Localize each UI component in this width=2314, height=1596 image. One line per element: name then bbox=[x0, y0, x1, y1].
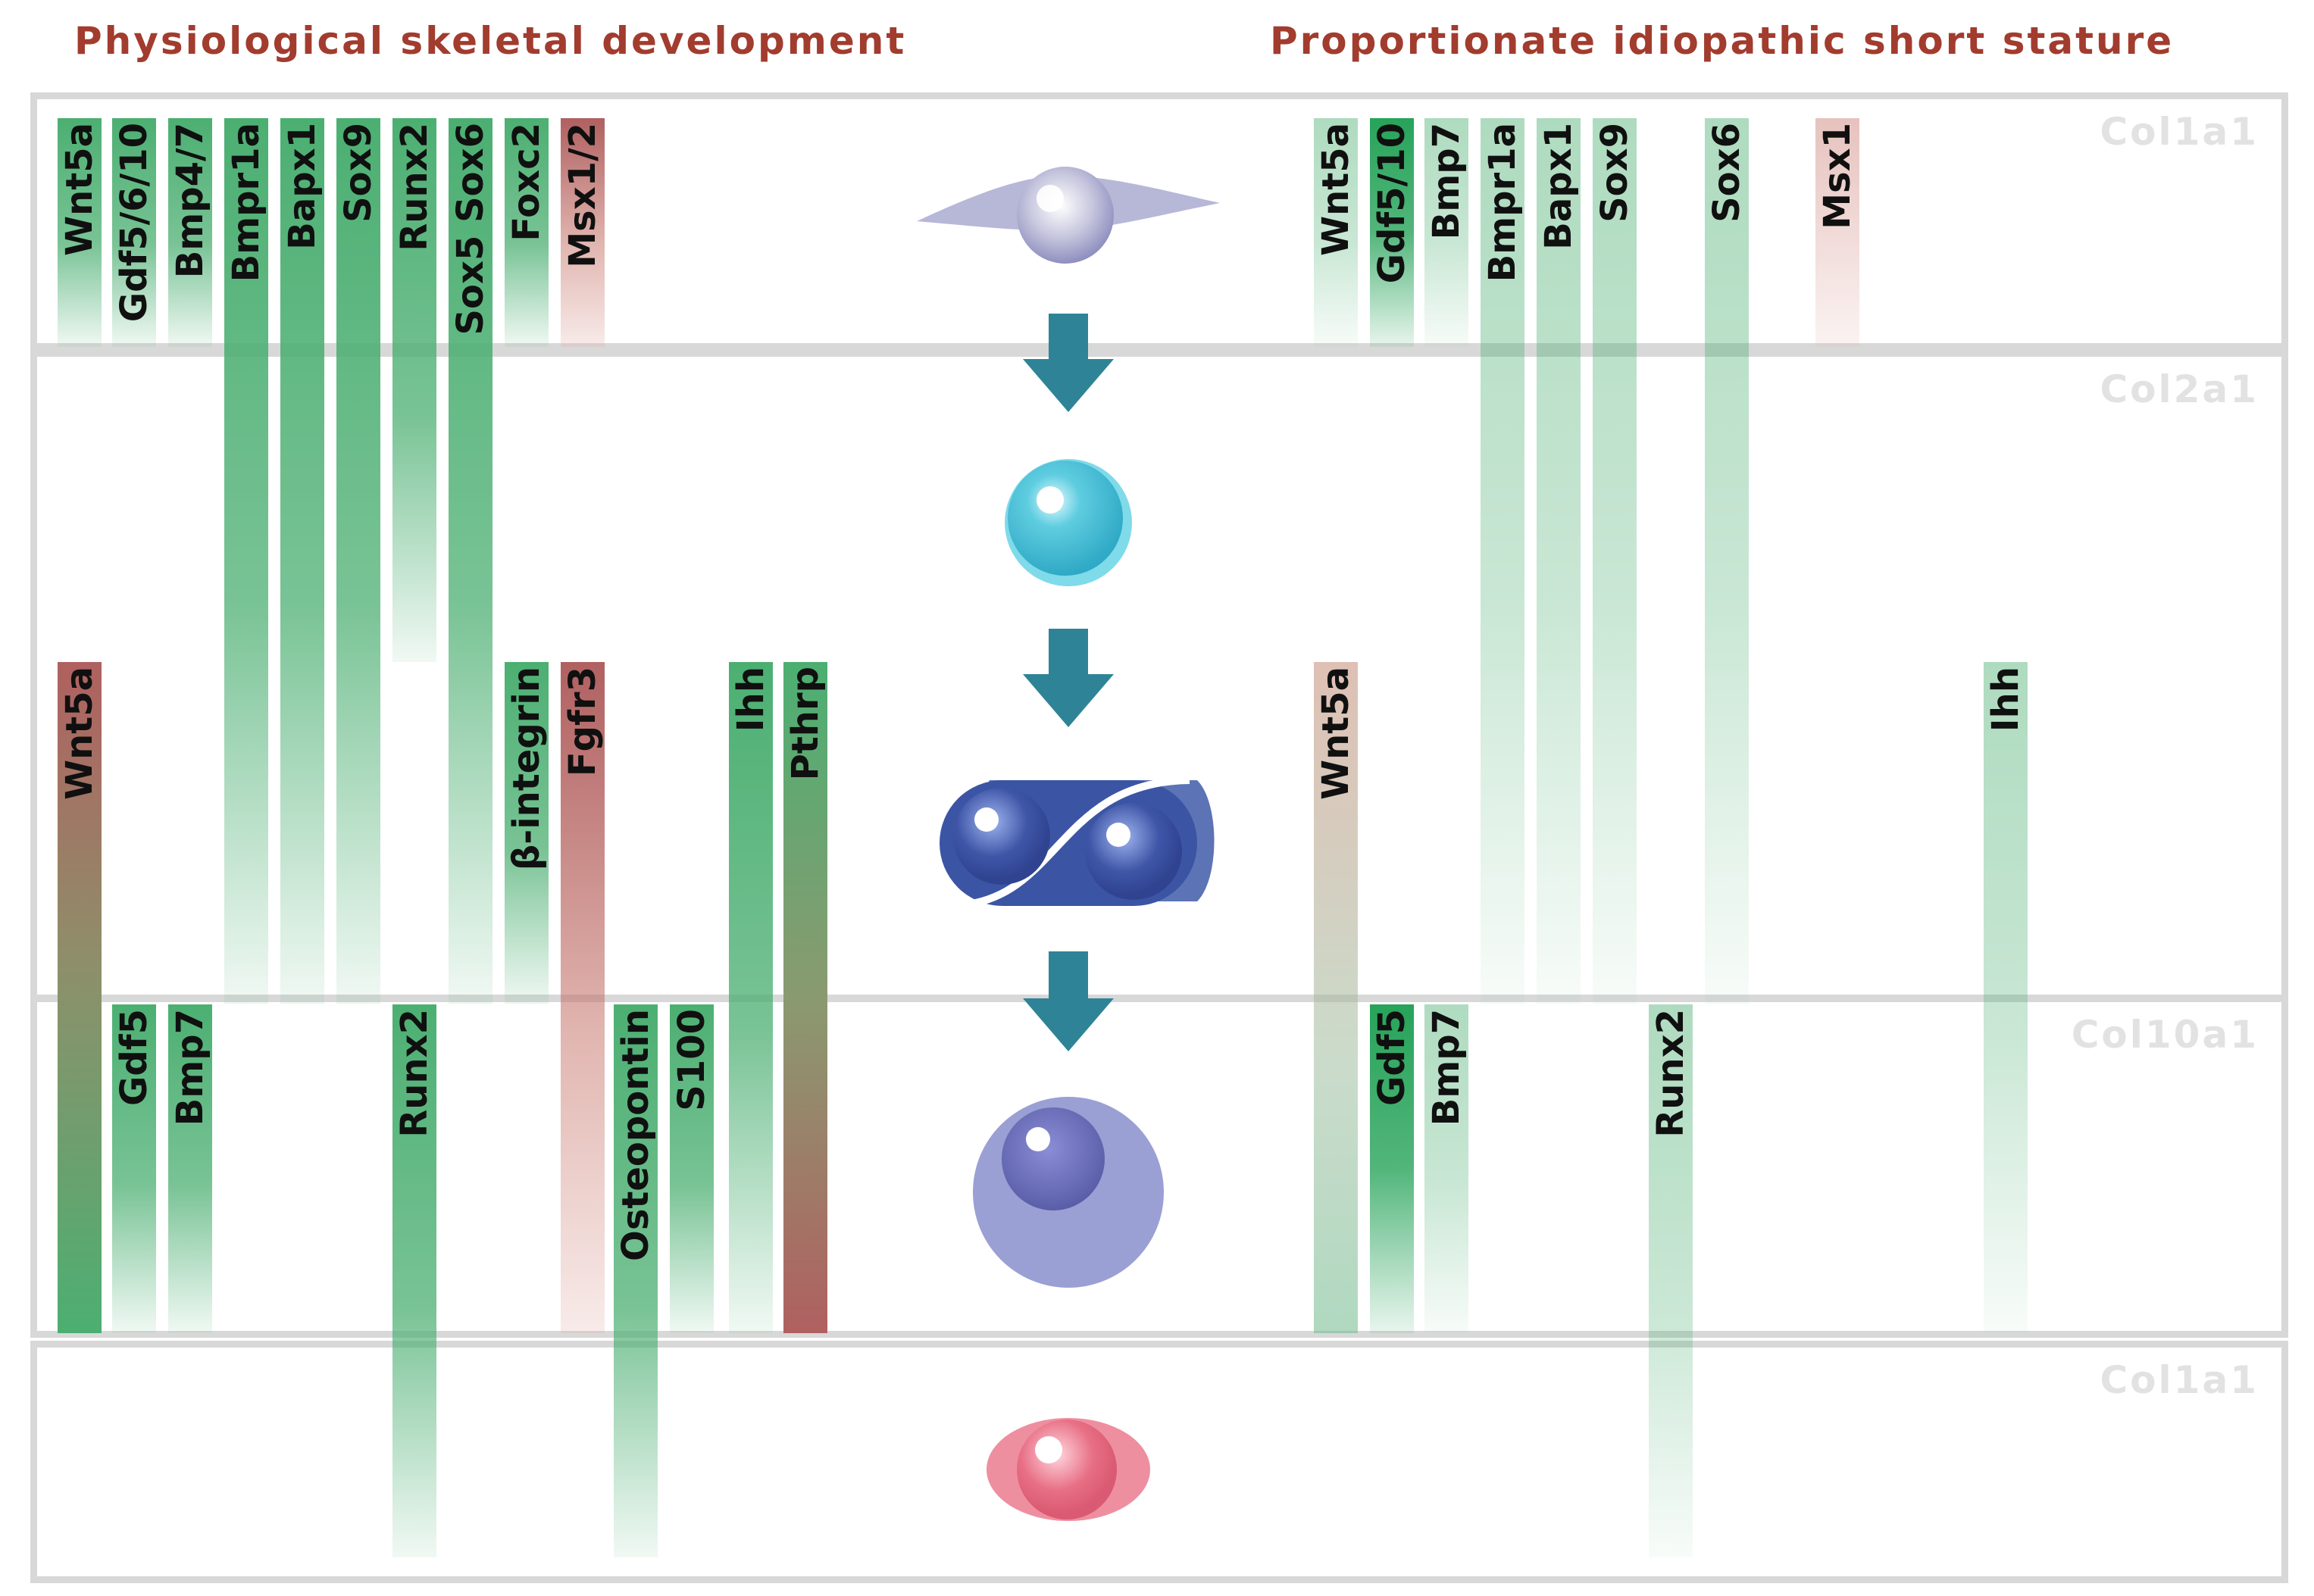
physiological-gene-bar: Foxc2 bbox=[505, 118, 549, 347]
physiological-gene-bar: Gdf5 bbox=[112, 1004, 156, 1333]
physiological-gene-bar: Bmpr1a bbox=[224, 118, 268, 1004]
short_stature-gene-bar: Bmpr1a bbox=[1481, 118, 1524, 1004]
collagen-marker-label: Col2a1 bbox=[2100, 367, 2259, 411]
physiological-gene-bar: Sox5 Sox6 bbox=[449, 118, 493, 1004]
physiological-gene-bar: Ihh bbox=[729, 662, 773, 1333]
short_stature-gene-bar: Msx1 bbox=[1815, 118, 1859, 347]
physiological-gene-bar: Bmp4/7 bbox=[168, 118, 212, 347]
chondroprogenitor-cell bbox=[1005, 459, 1132, 586]
arrow-down-icon bbox=[1023, 629, 1114, 727]
heading-short-stature: Proportionate idiopathic short stature bbox=[1270, 19, 2175, 63]
physiological-gene-bar: S100 bbox=[670, 1004, 714, 1333]
proliferating-chondrocytes bbox=[940, 776, 1215, 910]
collagen-marker-label: Col10a1 bbox=[2071, 1013, 2259, 1057]
physiological-gene-bar: Msx1/2 bbox=[561, 118, 605, 347]
short_stature-gene-bar: Wnt5a bbox=[1314, 662, 1358, 1333]
physiological-gene-bar: Fgfr3 bbox=[561, 662, 605, 1333]
physiological-gene-bar: Pthrp bbox=[783, 662, 827, 1333]
physiological-gene-bar: Sox9 bbox=[336, 118, 380, 1004]
heading-physiological: Physiological skeletal development bbox=[74, 19, 907, 63]
panel-1: Col1a1 bbox=[30, 92, 2288, 350]
short_stature-gene-bar: Bmp7 bbox=[1424, 118, 1468, 347]
osteoblast-cell bbox=[987, 1418, 1150, 1521]
mesenchymal-cell bbox=[917, 167, 1220, 264]
physiological-gene-bar: Bapx1 bbox=[280, 118, 324, 1004]
short_stature-gene-bar: Bapx1 bbox=[1537, 118, 1581, 1004]
panel-4: Col1a1 bbox=[30, 1341, 2288, 1583]
short_stature-gene-bar: Gdf5 bbox=[1370, 1004, 1414, 1333]
physiological-gene-bar: Runx2 bbox=[392, 118, 436, 662]
collagen-marker-label: Col1a1 bbox=[2100, 110, 2259, 154]
panel-3: Col10a1 bbox=[30, 995, 2288, 1338]
short_stature-gene-bar: Gdf5/10 bbox=[1370, 118, 1414, 347]
physiological-gene-bar: Wnt5a bbox=[58, 118, 102, 347]
hypertrophic-chondrocyte bbox=[973, 1097, 1164, 1288]
physiological-gene-bar: Gdf5/6/10 bbox=[112, 118, 156, 347]
arrow-down-icon bbox=[1023, 951, 1114, 1051]
short_stature-gene-bar: Ihh bbox=[1984, 662, 2028, 1333]
physiological-gene-bar: Osteopontin bbox=[614, 1004, 658, 1557]
short_stature-gene-bar: Wnt5a bbox=[1314, 118, 1358, 347]
physiological-gene-bar: Wnt5a bbox=[58, 662, 102, 1333]
physiological-gene-bar: Bmp7 bbox=[168, 1004, 212, 1333]
short_stature-gene-bar: Sox6 bbox=[1705, 118, 1749, 1004]
short_stature-gene-bar: Bmp7 bbox=[1424, 1004, 1468, 1333]
physiological-gene-bar: Runx2 bbox=[392, 1004, 436, 1557]
physiological-gene-bar: β-integrin bbox=[505, 662, 549, 1004]
arrow-down-icon bbox=[1023, 314, 1114, 412]
short_stature-gene-bar: Runx2 bbox=[1649, 1004, 1693, 1557]
collagen-marker-label: Col1a1 bbox=[2100, 1358, 2259, 1402]
short_stature-gene-bar: Sox9 bbox=[1593, 118, 1637, 1004]
